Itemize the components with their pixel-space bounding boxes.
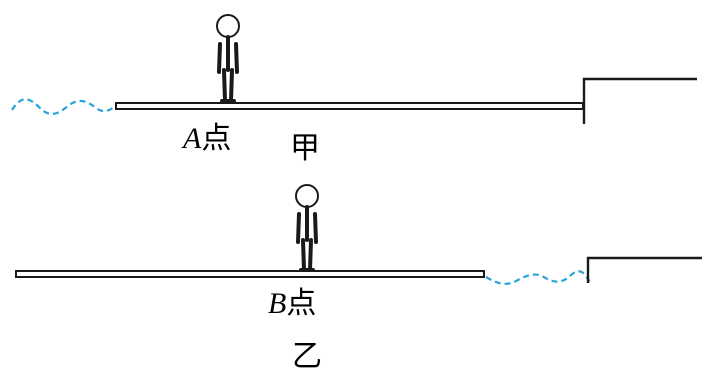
point-a-letter: A <box>183 122 202 155</box>
water-wave-jia <box>11 98 117 115</box>
scene-jia <box>11 14 697 124</box>
water-wave-yi <box>485 270 591 285</box>
person-jia <box>216 14 240 103</box>
point-b-suffix: 点 <box>286 286 317 321</box>
person-yi <box>295 184 319 272</box>
shore-step-jia <box>582 77 697 124</box>
person-body <box>217 35 239 103</box>
point-b-letter: B <box>268 287 287 320</box>
caption-yi: 乙 <box>292 339 322 374</box>
point-a-suffix: 点 <box>201 121 232 156</box>
person-head <box>216 14 240 38</box>
point-a-label: A点 <box>183 124 231 154</box>
point-b-label: B点 <box>268 289 316 319</box>
person-head <box>295 184 319 208</box>
scene-yi <box>15 184 702 285</box>
person-body <box>296 205 318 272</box>
caption-jia: 甲 <box>290 131 320 166</box>
shore-step-yi <box>586 256 702 283</box>
plank-jia <box>115 102 584 110</box>
plank-yi <box>15 270 485 278</box>
